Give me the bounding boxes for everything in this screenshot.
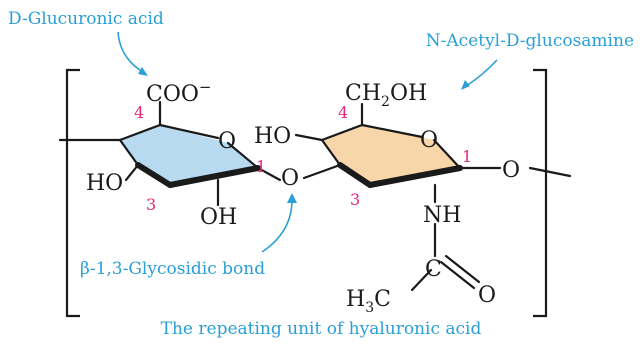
- glucosamine-arrow: [465, 59, 498, 87]
- glucosamine-c3-number: 3: [350, 190, 360, 209]
- right-bracket: [533, 68, 548, 318]
- nh-group: NH: [423, 203, 461, 228]
- glucuronic-arrow-head: [138, 67, 148, 76]
- glucuronic-c2-hydroxyl: OH: [200, 205, 237, 230]
- figure-caption: The repeating unit of hyaluronic acid: [161, 319, 482, 339]
- glucosamine-c1-number: 1: [462, 147, 472, 166]
- glucosamine-ring-bonds: [294, 102, 572, 292]
- glucosamine-c1-oxygen: O: [502, 158, 520, 183]
- glucuronic-c3-number: 3: [146, 195, 156, 214]
- glucuronic-ring-oxygen: O: [218, 129, 236, 154]
- glucosamine-ring-oxygen: O: [420, 128, 438, 153]
- glucosamine-c4-hydroxyl: HO: [254, 124, 291, 149]
- atom-labels: COO− O HO OH O HO CH2OH O O NH C O H3C: [86, 78, 520, 316]
- methyl-group: H3C: [346, 287, 391, 316]
- glycosidic-oxygen: O: [281, 166, 299, 191]
- coo-group: COO−: [146, 78, 211, 107]
- callout-arrows: [117, 31, 498, 253]
- glycosidic-bond-arrow-head: [287, 193, 297, 203]
- glucosamine-ring: [322, 125, 460, 185]
- glucuronic-acid-label: D-Glucuronic acid: [8, 9, 164, 29]
- glucuronic-ring: [120, 125, 258, 185]
- glucuronic-c3-hydroxyl: HO: [86, 171, 123, 196]
- glucuronic-c1-number: 1: [256, 157, 266, 176]
- carbonyl-oxygen: O: [478, 283, 496, 308]
- glucosamine-c4-number: 4: [338, 103, 348, 122]
- glucuronic-c4-number: 4: [134, 103, 144, 122]
- glucosamine-label: N-Acetyl-D-glucosamine: [426, 31, 634, 51]
- glucosamine-arrow-head: [461, 80, 470, 90]
- glucuronic-ring-bonds: [58, 100, 342, 207]
- carbonyl-carbon: C: [425, 257, 442, 282]
- left-bracket: [65, 68, 80, 318]
- glycosidic-bond-arrow: [261, 199, 293, 253]
- ch2oh-group: CH2OH: [345, 81, 427, 110]
- callout-labels: D-Glucuronic acid N-Acetyl-D-glucosamine…: [8, 9, 634, 339]
- glycosidic-bond-label: β-1,3-Glycosidic bond: [80, 259, 265, 279]
- carbon-position-numbers: 4 1 3 4 1 3: [134, 103, 472, 214]
- glucuronic-arrow: [117, 31, 144, 73]
